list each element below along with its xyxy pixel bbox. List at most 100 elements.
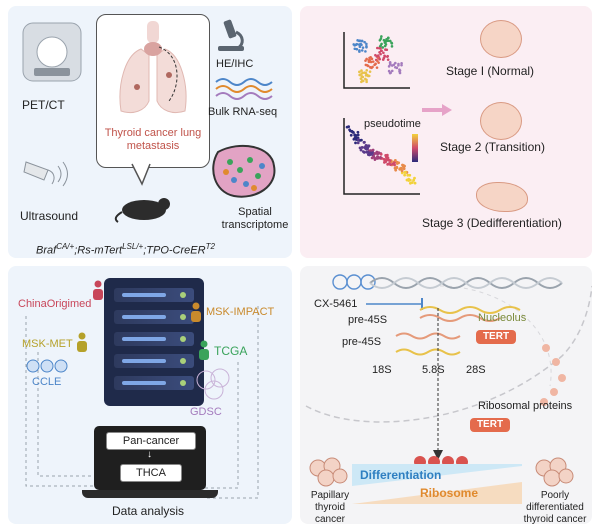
papillary-cells-icon bbox=[309, 457, 348, 487]
microscope-icon bbox=[218, 19, 244, 51]
stage2-cell-icon bbox=[480, 102, 522, 140]
umap-point bbox=[352, 43, 356, 46]
trajectory-point bbox=[413, 176, 416, 180]
person-icon-china bbox=[93, 280, 103, 300]
trajectory-point bbox=[370, 151, 374, 155]
umap-point bbox=[369, 66, 372, 69]
rna-seq-wave-icon bbox=[215, 78, 273, 100]
umap-point bbox=[355, 42, 359, 46]
laptop-screen: Pan-cancer ↓ THCA bbox=[94, 426, 206, 490]
umap-point bbox=[379, 52, 382, 56]
trajectory-point bbox=[369, 149, 373, 152]
trajectory-point bbox=[388, 159, 392, 162]
trajectory-point bbox=[363, 140, 366, 144]
umap-point bbox=[390, 69, 394, 73]
umap-point bbox=[363, 40, 366, 44]
ribosomal-proteins-label: Ribosomal proteins bbox=[478, 400, 573, 412]
trajectory-point bbox=[371, 148, 375, 152]
umap-point bbox=[385, 48, 389, 52]
person-icon-msk-impact bbox=[191, 302, 201, 322]
he-ihc-label: HE/IHC bbox=[216, 58, 254, 70]
umap-point bbox=[394, 65, 397, 69]
umap-point bbox=[358, 70, 361, 74]
bulk-rna-seq-label: Bulk RNA-seq bbox=[208, 106, 278, 118]
trajectory-point bbox=[412, 178, 416, 182]
umap-point bbox=[364, 63, 368, 67]
umap-point bbox=[360, 49, 364, 52]
umap-point bbox=[365, 68, 369, 72]
umap-point bbox=[380, 49, 383, 53]
umap-point bbox=[357, 43, 361, 46]
nucleolus-label: Nucleolus bbox=[478, 312, 527, 324]
processing-arrows bbox=[433, 308, 443, 460]
callout-pointer bbox=[131, 163, 151, 186]
rrna-18s-label: 18S bbox=[372, 364, 392, 376]
pet-ct-label: PET/CT bbox=[22, 98, 65, 112]
umap-point bbox=[375, 66, 379, 69]
umap-point bbox=[390, 45, 394, 48]
mouse-genotype: BrafCA/+;Rs-mTertLSL/+;TPO-CreERT2 bbox=[36, 242, 215, 257]
poorly-diff-label: Poorly differentiated thyroid cancer bbox=[523, 490, 587, 524]
umap-point bbox=[376, 46, 379, 50]
umap-point bbox=[387, 69, 391, 73]
umap-point bbox=[368, 70, 372, 73]
umap-point bbox=[361, 46, 365, 49]
umap-point bbox=[385, 38, 388, 41]
trajectory-point bbox=[356, 130, 360, 134]
umap-point bbox=[380, 42, 383, 46]
china-origimed-label: ChinaOrigimed bbox=[18, 298, 92, 310]
stage3-cell-icon bbox=[476, 182, 528, 212]
umap-point bbox=[388, 39, 392, 43]
trajectory-point bbox=[399, 167, 402, 171]
trajectory-point bbox=[356, 138, 360, 142]
umap-point bbox=[363, 71, 366, 74]
panel-single-cell: pseudotime Stage I (Normal) Stage 2 (Tra… bbox=[300, 6, 592, 258]
umap-point bbox=[364, 77, 367, 81]
umap-point bbox=[377, 61, 380, 64]
down-arrow-icon: ↓ bbox=[147, 449, 152, 460]
umap-point bbox=[389, 71, 392, 75]
genotype-part: ;Rs-mTert bbox=[74, 244, 123, 257]
ccle-label: CCLE bbox=[32, 376, 62, 388]
trajectory-point bbox=[360, 138, 363, 142]
spatial-transcriptome-label: Spatial transcriptome bbox=[221, 206, 289, 231]
trajectory-point bbox=[401, 165, 405, 168]
gdsc-label: GDSC bbox=[190, 406, 222, 418]
tcga-label: TCGA bbox=[214, 344, 248, 358]
panel-study-design: PET/CT Ultrasound Thyroid cancer lung me… bbox=[8, 6, 292, 258]
umap-point bbox=[367, 74, 371, 78]
stage1-cell-icon bbox=[480, 20, 522, 58]
genotype-part: ;TPO-CreER bbox=[143, 244, 206, 257]
lung-metastasis-callout: Thyroid cancer lung metastasis bbox=[96, 14, 210, 168]
trajectory-point bbox=[413, 181, 417, 185]
umap-point bbox=[364, 50, 367, 53]
stage1-label: Stage I (Normal) bbox=[446, 64, 535, 78]
trajectory-point bbox=[403, 173, 407, 177]
tert-badge-cytoplasm: TERT bbox=[470, 418, 510, 432]
umap-point bbox=[358, 45, 362, 49]
differentiation-wedge bbox=[352, 464, 522, 486]
umap-point bbox=[359, 77, 363, 80]
trajectory-point bbox=[366, 144, 370, 148]
umap-point bbox=[360, 69, 363, 72]
server-rack bbox=[104, 278, 204, 406]
msk-met-label: MSK-MET bbox=[22, 338, 73, 350]
trajectory-point bbox=[404, 170, 407, 174]
pet-ct-scanner-icon bbox=[22, 22, 82, 82]
umap-point bbox=[400, 63, 403, 67]
dashed-connectors bbox=[25, 306, 259, 499]
trajectory-point bbox=[364, 144, 368, 148]
umap-point bbox=[392, 63, 396, 67]
umap-point bbox=[381, 58, 385, 61]
umap-point bbox=[364, 59, 367, 62]
ultrasound-label: Ultrasound bbox=[20, 209, 79, 223]
pan-cancer-box: Pan-cancer bbox=[106, 432, 196, 450]
umap-point bbox=[380, 35, 383, 38]
umap-point bbox=[365, 80, 368, 84]
panel-mechanism: CX-5461 pre-45S pre-45S 18S 5.8S 28S Nuc… bbox=[300, 266, 592, 524]
genotype-part: CA/+ bbox=[56, 242, 75, 251]
dna-helix-icon bbox=[369, 277, 563, 289]
trajectory-point bbox=[353, 133, 357, 137]
trajectory-point bbox=[405, 178, 409, 182]
genotype-part: Braf bbox=[36, 244, 57, 257]
